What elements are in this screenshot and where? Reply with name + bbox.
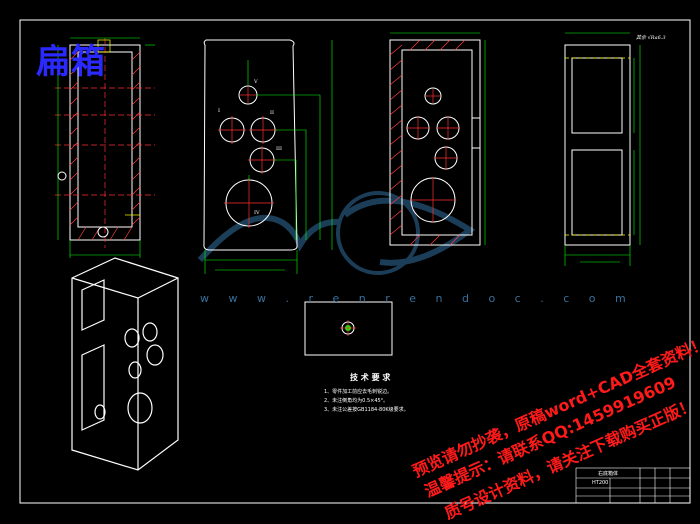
site-url-watermark: w w w . r e n r e n d o c . c o m: [200, 292, 634, 305]
tech-requirement-item: 1、零件加工前应去毛刺锐边。: [324, 389, 393, 395]
cad-drawing-sheet: [19, 19, 691, 504]
side-view: [564, 32, 641, 266]
section-view-left: [55, 37, 155, 258]
tech-requirement-item: 3、未注公差按GB1184-80K级要求。: [324, 407, 409, 413]
hole-label-3: III: [276, 146, 282, 152]
hole-label-2: II: [270, 110, 274, 116]
site-logo-watermark: [197, 191, 476, 275]
hole-label-4: IV: [254, 210, 260, 216]
title-block: [575, 467, 691, 504]
tech-requirement-item: 2、未注倒角均为0.5×45°。: [324, 398, 389, 404]
hole-label-5: V: [254, 79, 258, 85]
hole-label-1: I: [218, 108, 220, 114]
tech-requirements-title: 技 术 要 求: [350, 373, 391, 382]
title-block-part-name: 右底箱体: [598, 471, 619, 477]
roughness-note: 其余 √Ra6.3: [636, 35, 666, 41]
overlay-title: 扁箱: [36, 42, 106, 82]
isometric-view: [71, 257, 179, 471]
outer-border: [19, 19, 691, 504]
title-block-material: HT200: [592, 480, 609, 486]
section-view-right: [389, 32, 486, 246]
front-view: [203, 39, 333, 274]
top-view-small: [304, 301, 393, 356]
